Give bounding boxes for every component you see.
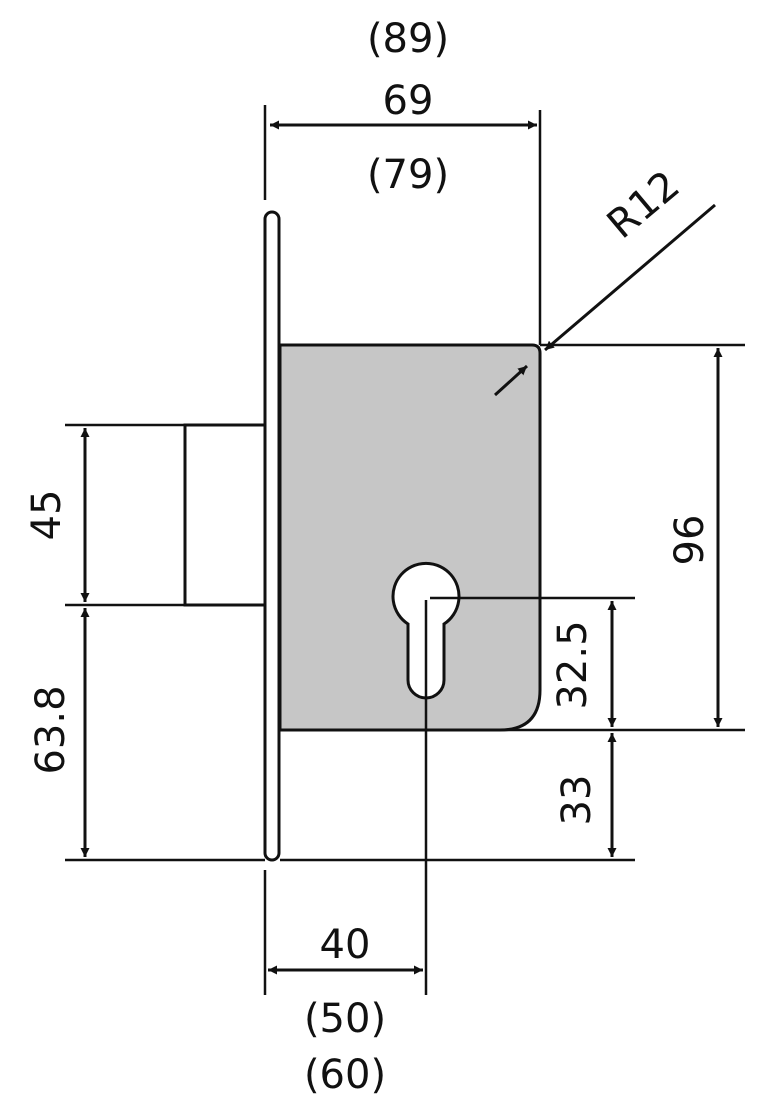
label-key-offset: 32.5 bbox=[550, 620, 596, 709]
label-backset-alt2: (60) bbox=[304, 1052, 386, 1098]
radius-leader bbox=[544, 203, 716, 352]
label-width-alt: (79) bbox=[367, 152, 449, 198]
label-bolt-offset: 63.8 bbox=[28, 685, 74, 774]
radius-leader-inner bbox=[493, 364, 529, 397]
label-overall-alt: (89) bbox=[367, 16, 449, 62]
label-bottom-offset: 33 bbox=[554, 775, 600, 826]
faceplate bbox=[263, 210, 281, 862]
label-backset-alt1: (50) bbox=[304, 996, 386, 1042]
label-height: 96 bbox=[667, 515, 713, 566]
label-radius: R12 bbox=[599, 162, 689, 248]
label-bolt-height: 45 bbox=[24, 490, 70, 541]
label-width: 69 bbox=[383, 78, 434, 124]
label-backset: 40 bbox=[320, 922, 371, 968]
bolt bbox=[183, 423, 267, 607]
extension-lines bbox=[65, 105, 745, 995]
